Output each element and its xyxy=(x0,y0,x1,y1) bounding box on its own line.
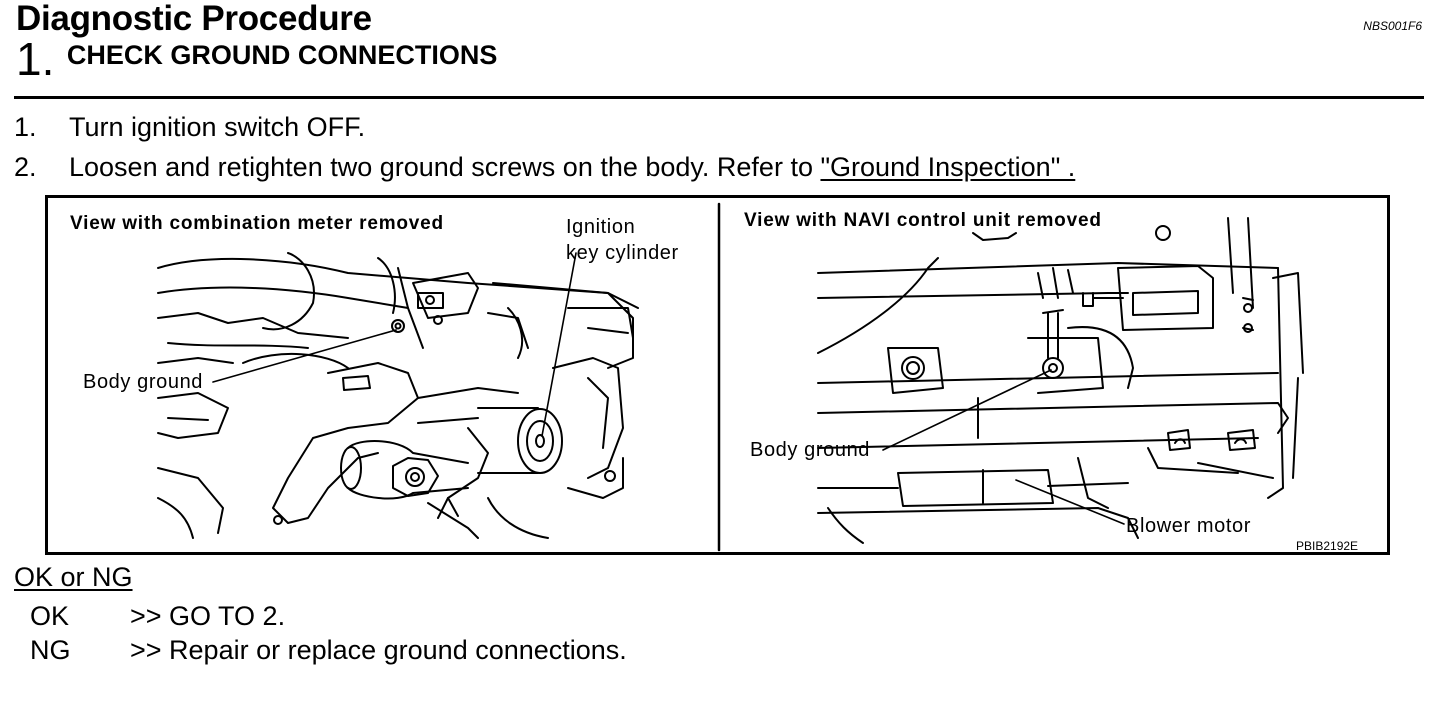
result-key: OK xyxy=(30,601,70,631)
result-ng: NG >> Repair or replace ground connection… xyxy=(30,634,627,666)
ignition-callout-line1: Ignition xyxy=(566,216,636,238)
left-view-caption: View with combination meter removed xyxy=(70,213,444,234)
right-view-caption: View with NAVI control unit removed xyxy=(744,210,1102,231)
left-body-ground-callout: Body ground xyxy=(83,371,204,393)
result-value: >> Repair or replace ground connections. xyxy=(130,635,627,665)
illustration-figure: View with combination meter removed Igni… xyxy=(45,195,1390,555)
ok-ng-heading: OK or NG xyxy=(14,562,133,592)
result-key: NG xyxy=(30,635,71,665)
ground-inspection-link[interactable]: "Ground Inspection" . xyxy=(820,152,1076,182)
step-heading: 1. CHECK GROUND CONNECTIONS xyxy=(16,34,497,84)
page-title: Diagnostic Procedure xyxy=(16,0,372,38)
divider xyxy=(14,96,1424,99)
illustration-drawing xyxy=(157,202,1304,552)
result-value: >> GO TO 2. xyxy=(130,601,286,631)
instruction-number: 1. xyxy=(14,112,37,142)
step-title: CHECK GROUND CONNECTIONS xyxy=(66,40,498,70)
instruction-2: 2. Loosen and retighten two ground screws… xyxy=(14,151,1075,183)
ignition-callout-line2: key cylinder xyxy=(566,242,679,264)
instruction-text: Loosen and retighten two ground screws o… xyxy=(69,152,821,182)
instruction-1: 1. Turn ignition switch OFF. xyxy=(14,111,365,143)
figure-code: PBIB2192E xyxy=(1296,539,1359,553)
result-ok: OK >> GO TO 2. xyxy=(30,600,285,632)
instruction-number: 2. xyxy=(14,152,37,182)
instruction-text: Turn ignition switch OFF. xyxy=(69,112,366,142)
step-number: 1. xyxy=(16,33,55,85)
right-body-ground-callout: Body ground xyxy=(750,439,871,461)
section-code: NBS001F6 xyxy=(1363,19,1422,33)
blower-motor-callout: Blower motor xyxy=(1126,515,1252,537)
